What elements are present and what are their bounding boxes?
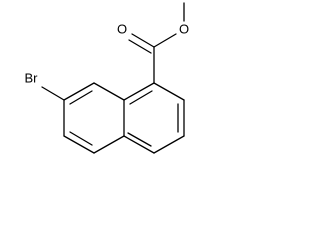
carbonyl-oxygen-label: O [117,22,127,37]
bond-c3-c4 [153,135,185,154]
bond-c8a-c1-double [129,90,153,105]
bromine-label: Br [25,71,39,86]
ester-oxygen-label: O [179,22,189,37]
bond-carbonyl-o-double-a [131,33,155,48]
chemical-structure: Br O O [25,2,189,154]
ester-group: O O [117,2,189,84]
bond-c5-c4a [93,135,125,154]
bond-c8-c7-double [69,90,93,105]
bond-c8-c7 [63,82,95,101]
bond-carbonyl-o-double-b [128,39,152,54]
right-ring [123,82,185,154]
bond-c8a-c1 [123,82,155,101]
bond-c4-c4a [123,135,155,154]
left-ring [63,82,125,154]
bond-c7-br [41,86,65,101]
bond-c4-c4a-double [127,132,152,147]
bond-c1-c2 [153,82,185,101]
bromine-substituent: Br [25,71,65,101]
bond-carbonyl-o-single [153,33,177,48]
bond-c6-c5-double [69,131,93,146]
bond-c8a-c8 [93,82,125,101]
bond-c6-c5 [63,135,95,154]
